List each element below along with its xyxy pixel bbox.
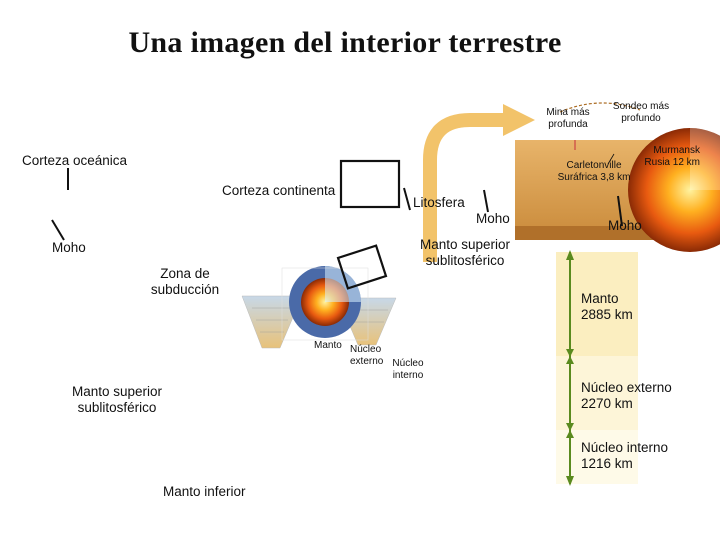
scale-value: 2270 km [581, 396, 633, 411]
label-moho-mid: Moho [476, 211, 510, 226]
rectangle-box-2 [336, 244, 388, 290]
scale-label-nucleo-interno: Núcleo interno 1216 km [581, 440, 668, 472]
leader-moho-mid [483, 189, 489, 213]
label-manto-superior-top: Manto superior sublitosférico [419, 237, 511, 268]
label-murmansk: Murmansk Rusia 12 km [644, 145, 700, 168]
label-sondeo: Sondeo más profundo [612, 101, 670, 124]
rectangle-box-1 [339, 159, 401, 209]
curved-arrow-shaft [423, 113, 505, 262]
label-moho-right: Moho [608, 218, 642, 233]
depth-scale [566, 250, 574, 486]
label-manto-inferior: Manto inferior [163, 484, 246, 499]
label-corteza-oceanica: Corteza oceánica [22, 153, 128, 168]
leader-litosfera [403, 187, 411, 211]
label-litosfera: Litosfera [413, 195, 465, 210]
label-nucleo-externo-small: Núcleo externo [350, 344, 384, 367]
scale-name: Manto [581, 291, 619, 306]
page-title: Una imagen del interior terrestre [128, 26, 562, 59]
label-nucleo-interno-small: Núcleo interno [392, 358, 424, 381]
earth-globe [628, 128, 720, 252]
scale-name: Núcleo interno [581, 440, 669, 455]
label-manto-superior-left: Manto superior sublitosférico [71, 384, 163, 415]
scale-value: 2885 km [581, 307, 633, 322]
label-mina: Mina más profunda [546, 107, 590, 130]
label-corteza-continental: Corteza continenta [222, 183, 336, 198]
leader-moho-right [617, 195, 623, 227]
curved-arrow-head [503, 104, 535, 136]
label-manto-small: Manto [314, 340, 342, 351]
globe-illustration [515, 102, 720, 252]
scale-label-nucleo-externo: Núcleo externo 2270 km [581, 380, 672, 412]
label-carletonville: Carletonville Suráfrica 3,8 km [557, 160, 631, 183]
label-moho-left: Moho [52, 240, 86, 255]
small-earth-section [281, 266, 369, 341]
scale-name: Núcleo externo [581, 380, 672, 395]
label-zona-subduccion: Zona de subducción [150, 266, 220, 297]
scale-value: 1216 km [581, 456, 633, 471]
scale-label-manto: Manto 2885 km [581, 291, 633, 323]
leader-moho-left [51, 219, 65, 241]
